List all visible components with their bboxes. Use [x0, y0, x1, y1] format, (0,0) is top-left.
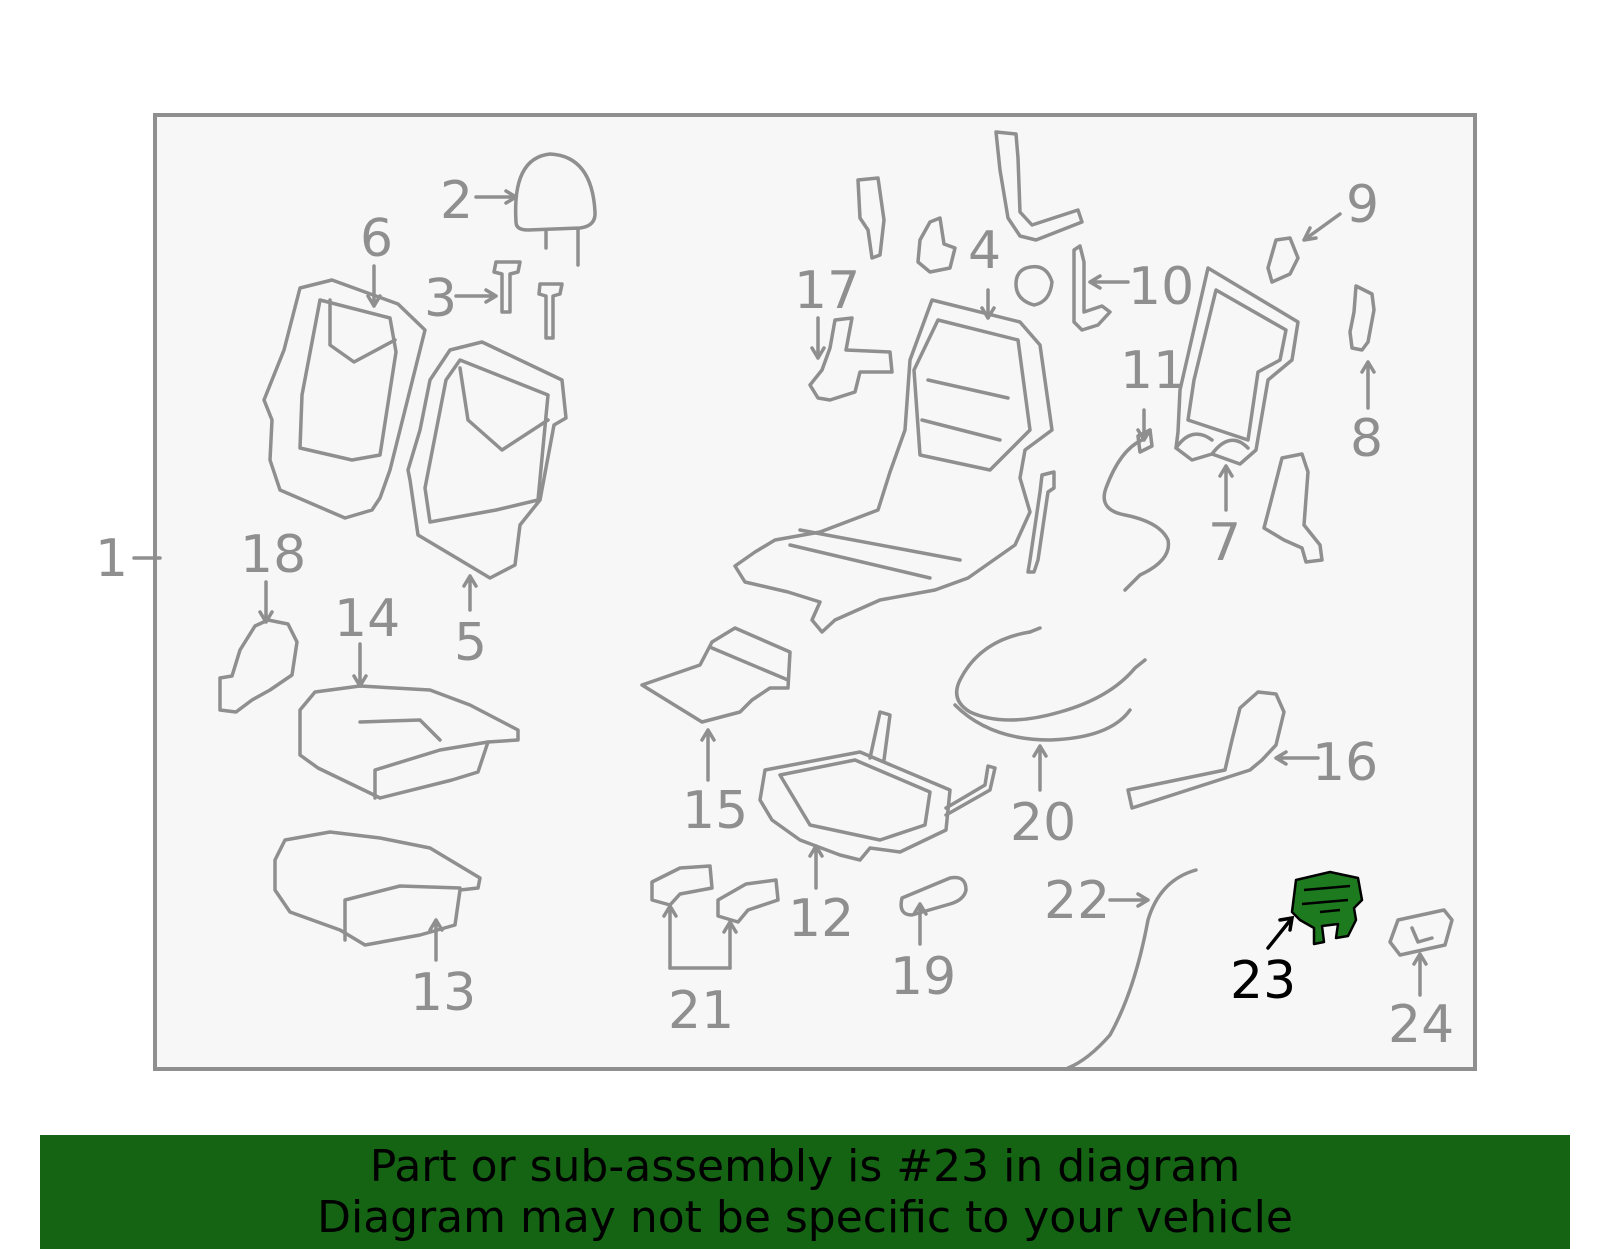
label-7: 7 [1208, 513, 1241, 573]
label-6: 6 [360, 209, 393, 269]
part-19-handle [899, 875, 968, 917]
part-24-cap [1388, 908, 1454, 957]
part-22-cable [1066, 868, 1198, 1070]
label-14: 14 [334, 589, 400, 649]
part-8-bracket [1348, 284, 1376, 352]
leader-lines [132, 189, 1428, 997]
part-10-wire [1072, 244, 1112, 332]
label-4: 4 [968, 221, 1001, 281]
part-side-panel [1262, 452, 1324, 564]
label-24: 24 [1388, 995, 1454, 1055]
label-9: 9 [1346, 175, 1379, 235]
part-12-cushion-frame [758, 710, 997, 862]
label-13: 13 [410, 963, 476, 1023]
part-4-seat-frame [733, 298, 1054, 634]
label-16: 16 [1312, 733, 1378, 793]
part-rod [1026, 470, 1056, 574]
part-13-cushion-pad [273, 830, 482, 947]
label-20: 20 [1010, 793, 1076, 853]
banner-disclaimer: Diagram may not be specific to your vehi… [317, 1192, 1293, 1243]
label-22: 22 [1044, 871, 1110, 931]
info-banner: Part or sub-assembly is #23 in diagram D… [40, 1135, 1570, 1249]
part-23-highlighted [1290, 870, 1364, 946]
label-15: 15 [682, 781, 748, 841]
label-3: 3 [424, 269, 457, 329]
label-1: 1 [95, 529, 128, 589]
label-21: 21 [668, 981, 734, 1041]
info-banner-background [40, 1135, 1570, 1249]
part-3-headrest-guides [492, 260, 564, 340]
part-18-side-cover [218, 618, 299, 714]
part-11-cable [1102, 428, 1171, 592]
part-15-panel [640, 626, 792, 724]
label-19: 19 [890, 947, 956, 1007]
part-14-cushion-cover [298, 684, 520, 800]
part-23-arrow [1266, 915, 1295, 950]
part-upper-brackets [856, 130, 1084, 307]
label-8: 8 [1350, 409, 1383, 469]
label-10: 10 [1128, 257, 1194, 317]
part-6-seatback-cover [262, 278, 427, 520]
label-11: 11 [1120, 341, 1186, 401]
part-20-cables [953, 626, 1147, 742]
label-12: 12 [788, 889, 854, 949]
label-23: 23 [1230, 951, 1296, 1011]
label-2: 2 [440, 171, 473, 231]
part-21-clips [650, 864, 780, 924]
part-2-headrest [513, 152, 597, 267]
banner-part-notice: Part or sub-assembly is #23 in diagram [369, 1141, 1241, 1192]
label-17: 17 [794, 261, 860, 321]
part-5-seatback-pad [406, 340, 568, 580]
part-7-seatback-board [1174, 266, 1300, 466]
part-9-clip [1266, 236, 1300, 284]
part-16-side-trim [1126, 690, 1286, 810]
label-5: 5 [454, 613, 487, 673]
label-18: 18 [240, 525, 306, 585]
part-17-bracket [808, 316, 894, 402]
callout-labels: 1 2 3 4 5 6 7 8 9 10 11 12 13 14 15 16 1… [95, 171, 1454, 1055]
